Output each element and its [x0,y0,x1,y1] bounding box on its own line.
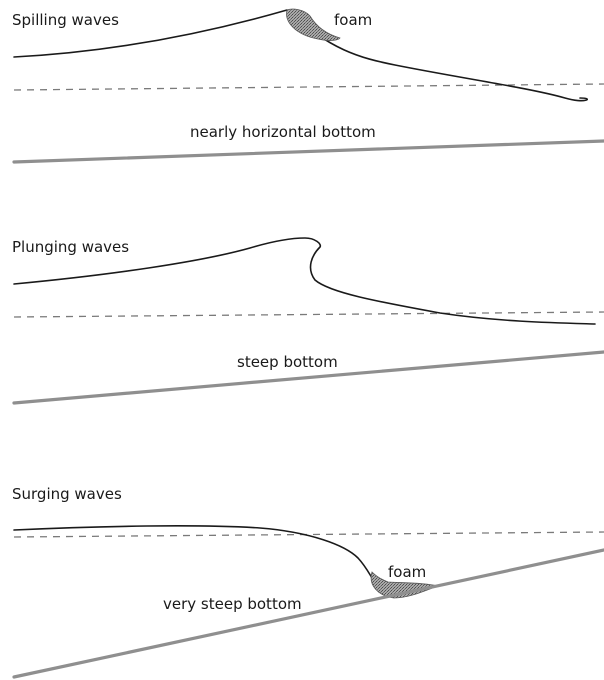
still-water-line-plunging [14,312,604,317]
panel-title-plunging: Plunging waves [12,238,129,256]
bottom-label-spilling: nearly horizontal bottom [190,123,376,141]
bottom-line-surging [14,550,604,677]
panel-plunging: Plunging waves steep bottom [12,238,604,403]
bottom-label-surging: very steep bottom [163,595,302,613]
foam-patch-spilling [287,9,340,40]
foam-label-surging: foam [388,563,426,581]
panel-title-surging: Surging waves [12,485,122,503]
panel-title-spilling: Spilling waves [12,11,119,29]
panel-surging: Surging waves foam very steep bottom [12,485,604,677]
bottom-label-plunging: steep bottom [237,353,338,371]
bottom-line-spilling [14,141,604,162]
foam-label-spilling: foam [334,11,372,29]
panel-spilling: Spilling waves foam nearly horizontal bo… [12,9,604,162]
